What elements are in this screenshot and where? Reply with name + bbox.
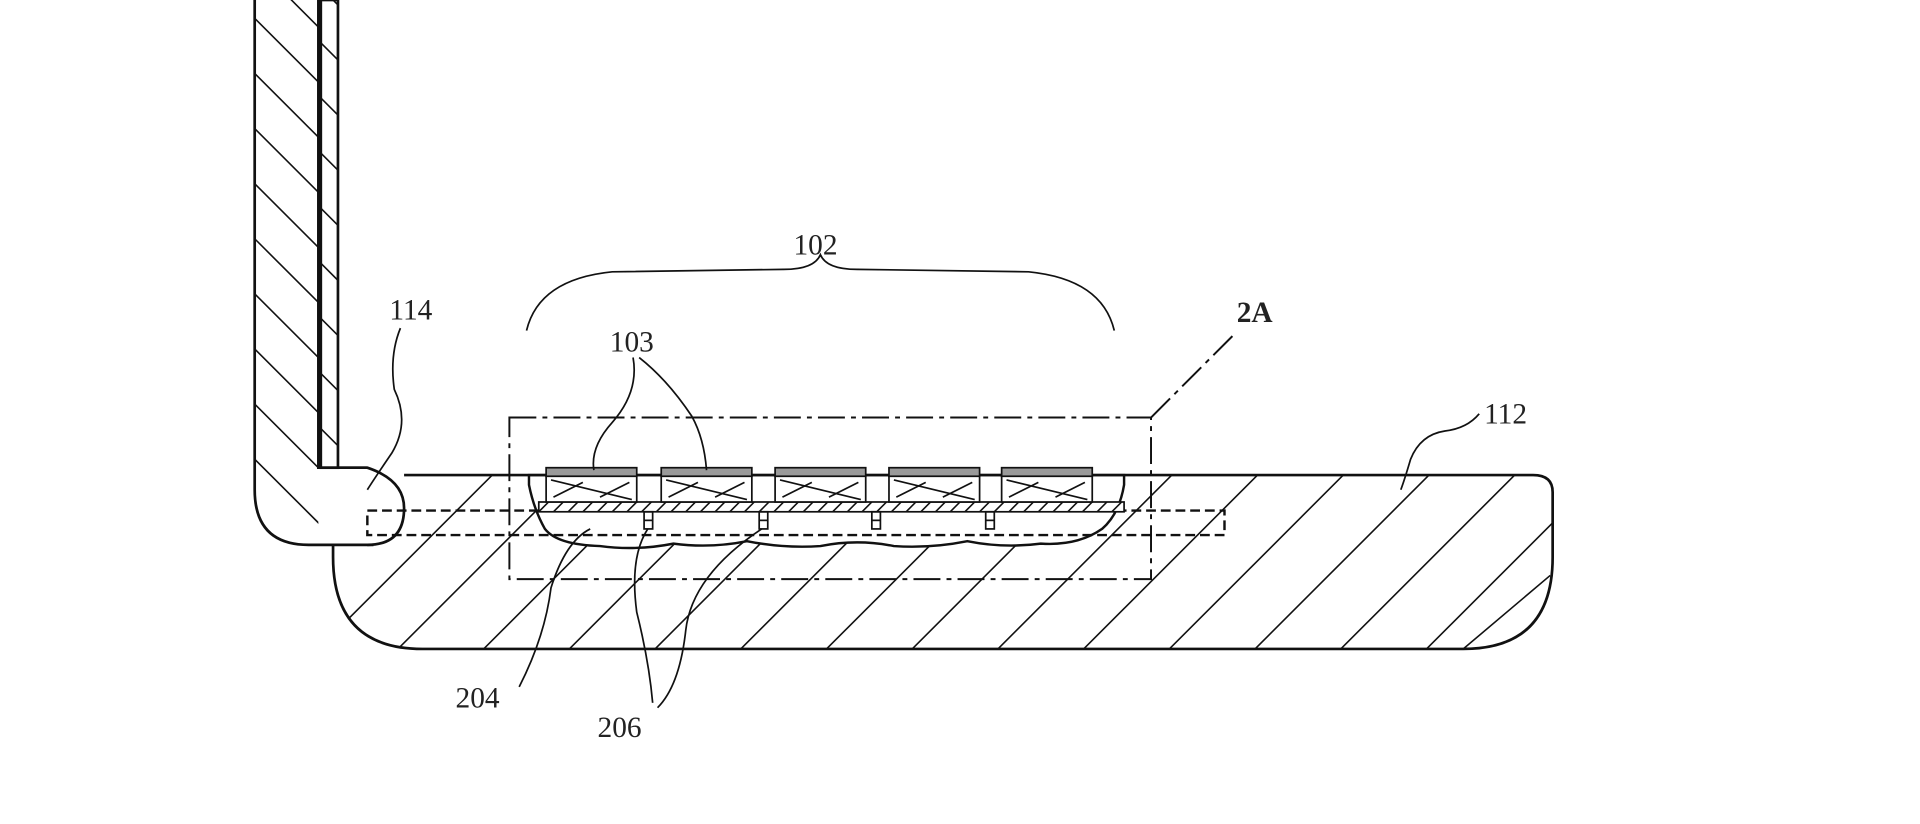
leader-103-b — [638, 356, 708, 471]
key-1 — [545, 466, 638, 503]
key-5 — [1000, 466, 1094, 503]
label-204: 204 — [456, 683, 500, 715]
keycap — [1000, 466, 1094, 478]
display-layer — [319, 0, 340, 470]
hinge-barrel — [337, 466, 406, 547]
leader-206-b — [656, 528, 763, 709]
label-102: 102 — [793, 230, 837, 262]
detail-view-boundary — [508, 333, 1235, 581]
key-plate-hatching — [538, 501, 1123, 512]
leader-206-a — [633, 528, 654, 703]
label-2A: 2A — [1237, 297, 1273, 329]
label-103: 103 — [610, 326, 654, 358]
base-corner-hatch — [1462, 574, 1551, 650]
label-206: 206 — [598, 712, 642, 744]
key-3 — [774, 466, 867, 503]
display-panel — [319, 0, 340, 470]
lid-inner-edge — [317, 0, 368, 470]
standoff-2 — [758, 510, 769, 530]
leader-204 — [518, 528, 591, 688]
lid — [253, 0, 374, 547]
standoff-4 — [984, 510, 996, 530]
key-4 — [888, 466, 981, 503]
standoff-1 — [643, 510, 654, 530]
leader-112 — [1400, 413, 1480, 491]
leader-114 — [366, 327, 403, 491]
keycap — [774, 466, 867, 478]
base — [331, 473, 1554, 651]
standoff-3 — [870, 510, 882, 530]
key-2 — [660, 466, 753, 503]
keyboard-brace — [525, 252, 1116, 331]
keycap — [888, 466, 981, 478]
base-outline — [331, 473, 1554, 651]
key-plate — [537, 501, 1125, 513]
label-114: 114 — [389, 295, 432, 327]
label-112: 112 — [1484, 399, 1527, 431]
lid-outline — [253, 0, 374, 547]
leader-103-a — [592, 357, 636, 471]
keyboard-assembly — [537, 466, 1125, 530]
keycap — [545, 466, 638, 478]
lid-hatching — [254, 0, 319, 524]
